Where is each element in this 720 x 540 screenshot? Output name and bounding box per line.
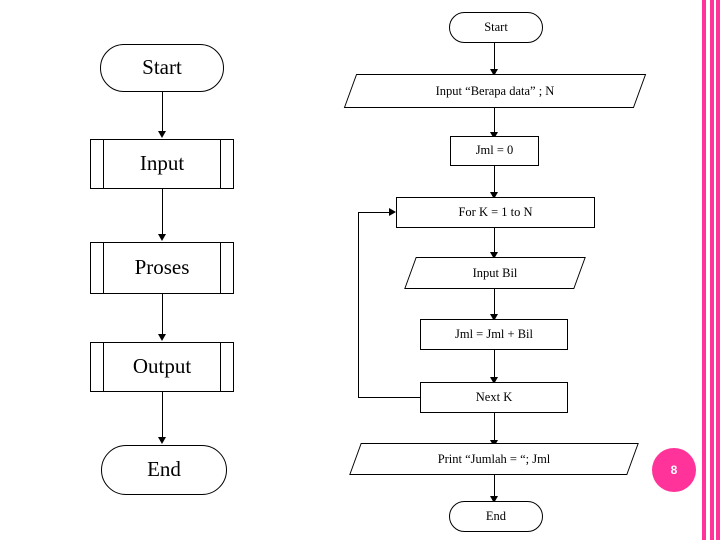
- right-node-accumulate: Jml = Jml + Bil: [420, 319, 568, 350]
- left-arrow-proses-output: [158, 334, 166, 341]
- right-node-accumulate-label: Jml = Jml + Bil: [454, 326, 533, 341]
- left-node-proses-label: Proses: [134, 255, 190, 280]
- loopback-segment-vertical: [358, 212, 359, 398]
- loopback-segment-bottom: [358, 397, 420, 398]
- left-connector-input-proses: [162, 189, 163, 234]
- right-arrow-jml0-for: [490, 192, 498, 199]
- right-node-print-result-label: Print “Jumlah = “; Jml: [437, 451, 551, 466]
- right-node-input-bil-label: Input Bil: [472, 265, 518, 280]
- left-node-start: Start: [100, 44, 224, 92]
- left-connector-output-end: [162, 392, 163, 438]
- left-arrow-output-end: [158, 437, 166, 444]
- right-node-next-k-label: Next K: [475, 389, 513, 404]
- left-node-start-label: Start: [142, 55, 182, 80]
- right-arrow-inputbil-sum: [490, 314, 498, 321]
- left-node-output-label: Output: [132, 354, 192, 379]
- right-node-for-loop: For K = 1 to N: [396, 197, 595, 228]
- right-node-print-result: Print “Jumlah = “; Jml: [349, 443, 639, 475]
- left-node-end-label: End: [147, 457, 181, 482]
- right-node-input-bil: Input Bil: [404, 257, 586, 289]
- right-node-input-n: Input “Berapa data” ; N: [343, 74, 647, 108]
- right-arrow-sum-next: [490, 377, 498, 384]
- left-node-output: Output: [90, 342, 234, 392]
- right-connector-for-inputbil: [494, 228, 495, 253]
- right-node-input-n-label-wrap: Input “Berapa data” ; N: [350, 74, 640, 108]
- left-connector-start-input: [162, 92, 163, 133]
- right-connector-next-print: [494, 413, 495, 441]
- right-connector-start-input: [494, 43, 495, 70]
- page-number-badge: 8: [652, 448, 696, 492]
- page-number-label: 8: [670, 463, 678, 477]
- right-node-start-label: Start: [484, 19, 508, 34]
- left-arrow-input-proses: [158, 234, 166, 241]
- edge-accent-bar-3: [716, 0, 720, 540]
- right-node-jml-zero: Jml = 0: [450, 136, 539, 166]
- left-node-input-label: Input: [139, 151, 185, 176]
- right-node-end: End: [449, 501, 543, 532]
- right-connector-print-end: [494, 475, 495, 497]
- left-connector-proses-output: [162, 294, 163, 335]
- edge-accent-bar-1: [702, 0, 706, 540]
- right-node-next-k: Next K: [420, 382, 568, 413]
- edge-accent-bar-2: [710, 0, 714, 540]
- right-connector-inputbil-sum: [494, 289, 495, 315]
- right-node-for-loop-label: For K = 1 to N: [458, 204, 533, 219]
- left-node-input: Input: [90, 139, 234, 189]
- right-node-jml-zero-label: Jml = 0: [475, 143, 514, 158]
- right-arrow-start-input: [490, 69, 498, 76]
- right-node-start: Start: [449, 12, 543, 43]
- right-arrow-print-end: [490, 496, 498, 503]
- right-node-input-n-label: Input “Berapa data” ; N: [435, 83, 555, 98]
- right-node-print-result-label-wrap: Print “Jumlah = “; Jml: [355, 443, 633, 475]
- loopback-arrow-into-for: [389, 208, 396, 216]
- right-node-end-label: End: [485, 508, 507, 523]
- right-arrow-for-inputbil: [490, 252, 498, 259]
- right-connector-jml0-for: [494, 166, 495, 193]
- left-arrow-start-input: [158, 131, 166, 138]
- loopback-segment-top: [358, 212, 390, 213]
- right-connector-sum-next: [494, 350, 495, 378]
- right-arrow-input-jml0: [490, 132, 498, 139]
- left-node-proses: Proses: [90, 242, 234, 294]
- right-node-input-bil-label-wrap: Input Bil: [410, 257, 580, 289]
- left-node-end: End: [101, 445, 227, 495]
- right-connector-input-jml0: [494, 108, 495, 134]
